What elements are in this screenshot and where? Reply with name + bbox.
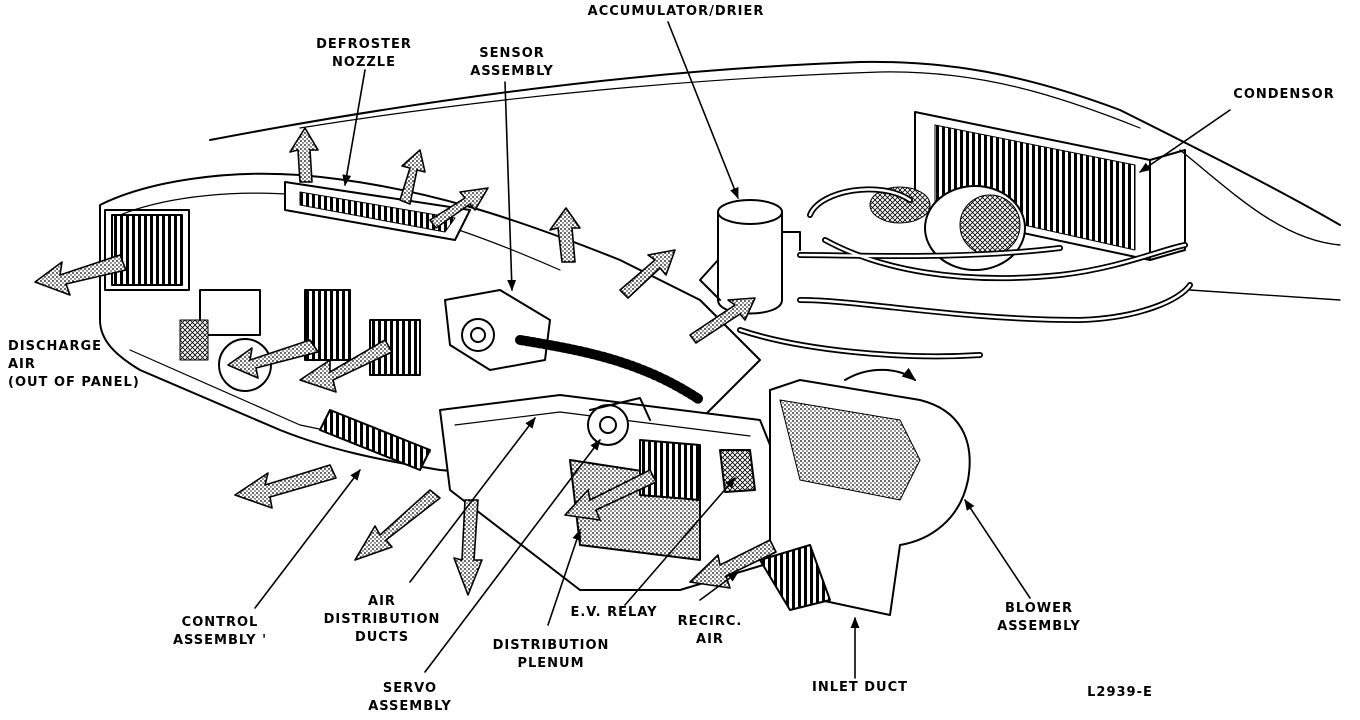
accumulator-drier	[699, 199, 801, 315]
left-vent	[104, 209, 190, 291]
label-defroster-nozzle: DEFROSTER NOZZLE	[316, 37, 412, 70]
label-distribution-plenum: DISTRIBUTION PLENUM	[492, 638, 610, 671]
leader-lines	[254, 21, 1231, 679]
label-ev-relay: E.V. RELAY	[570, 605, 658, 620]
inlet-duct	[759, 544, 831, 611]
label-condensor: CONDENSOR	[1233, 87, 1335, 102]
figure-id: L2939-E	[1087, 685, 1153, 700]
control-assembly	[319, 409, 431, 471]
servo-assembly	[587, 397, 651, 446]
label-recirc-air: RECIRC. AIR	[677, 614, 743, 647]
fender-outline	[209, 60, 1341, 226]
condenser	[914, 111, 1186, 261]
label-blower-assembly: BLOWER ASSEMBLY	[997, 601, 1081, 634]
label-servo-assembly: SERVO ASSEMBLY	[368, 681, 452, 714]
label-control-assembly: CONTROL ASSEMBLY '	[172, 615, 268, 648]
label-accumulator-drier: ACCUMULATOR/DRIER	[587, 4, 765, 19]
label-discharge-air: DISCHARGE AIR (OUT OF PANEL)	[8, 339, 140, 390]
blower-assembly	[769, 367, 971, 616]
aspirator-hose	[515, 335, 705, 405]
label-inlet-duct: INLET DUCT	[811, 680, 909, 695]
label-air-distribution-ducts: AIR DISTRIBUTION DUCTS	[323, 594, 441, 645]
label-sensor-assembly: SENSOR ASSEMBLY	[470, 46, 554, 79]
ev-relay	[719, 449, 756, 493]
airflow-arrows	[34, 127, 777, 596]
sensor-assembly	[444, 289, 551, 371]
